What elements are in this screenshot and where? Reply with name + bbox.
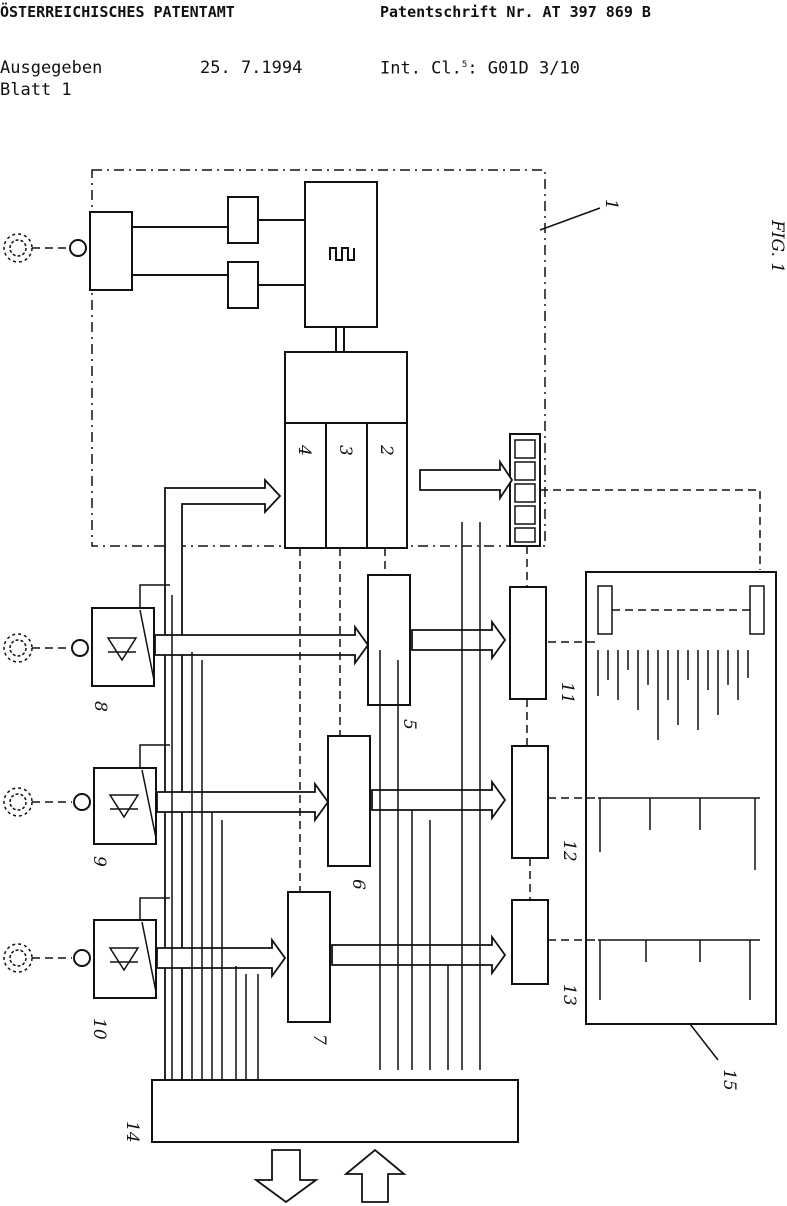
top-interface-block (89, 211, 133, 291)
label-10: 10 (89, 1018, 109, 1040)
issued-label: Ausgegeben (0, 58, 103, 78)
patent-number: Patentschrift Nr. AT 397 869 B (380, 3, 651, 21)
output-arrow (253, 1149, 319, 1204)
patent-office-name: ÖSTERREICHISCHES PATENTAMT (0, 3, 235, 21)
sensor-channel-9 (3, 744, 330, 845)
label-5: 5 (399, 719, 419, 730)
block-6 (327, 735, 371, 867)
block-14 (151, 1079, 519, 1143)
block-12 (511, 745, 549, 859)
int-cl-text: Int. Cl. (380, 58, 462, 79)
input-arrow (343, 1148, 407, 1203)
patent-figure: 4 3 2 1 FIG. 1 8 (3, 169, 787, 1204)
figure-title: FIG. 1 (767, 219, 787, 273)
label-13: 13 (559, 984, 579, 1006)
processor-block (284, 351, 408, 549)
label-12: 12 (559, 840, 579, 862)
block-7 (287, 891, 331, 1023)
block-11 (509, 586, 547, 700)
label-6: 6 (348, 879, 368, 890)
display-to-recorder-line (540, 489, 761, 570)
bus-lines (171, 522, 481, 1080)
arrow-6-to-12 (371, 779, 507, 821)
label-3: 3 (335, 445, 355, 456)
arrow-5-to-11 (411, 619, 507, 661)
int-cl-label: Int. Cl.5: G01D 3/10 (380, 55, 580, 79)
bus-arrow-to-display (419, 459, 514, 501)
top-small-block-1 (227, 196, 259, 244)
top-small-block-2 (227, 261, 259, 309)
pulse-symbol (329, 247, 355, 261)
block-13 (511, 899, 549, 985)
sensor-channel-10 (3, 897, 287, 999)
int-cl-value: : G01D 3/10 (467, 58, 580, 79)
clock-generator-block (304, 181, 378, 328)
label-2: 2 (376, 444, 396, 456)
label-14: 14 (122, 1121, 142, 1143)
label-7: 7 (309, 1034, 329, 1045)
unit-1-boundary (91, 169, 546, 547)
digit-display (509, 433, 541, 547)
arrow-7-to-13 (331, 934, 507, 976)
top-sensor-symbol (3, 233, 87, 263)
label-9: 9 (89, 856, 109, 867)
block-5 (367, 574, 411, 706)
int-cl-superscript: 5 (461, 60, 468, 70)
issued-date: 25. 7.1994 (200, 58, 303, 78)
label-11: 11 (557, 682, 577, 704)
label-4: 4 (294, 444, 314, 456)
label-15: 15 (719, 1069, 739, 1091)
label-1: 1 (601, 199, 621, 210)
sensor-channel-8 (3, 584, 370, 687)
recorder-15 (548, 571, 777, 1025)
sheet-number: Blatt 1 (0, 80, 72, 100)
label-8: 8 (90, 701, 110, 712)
